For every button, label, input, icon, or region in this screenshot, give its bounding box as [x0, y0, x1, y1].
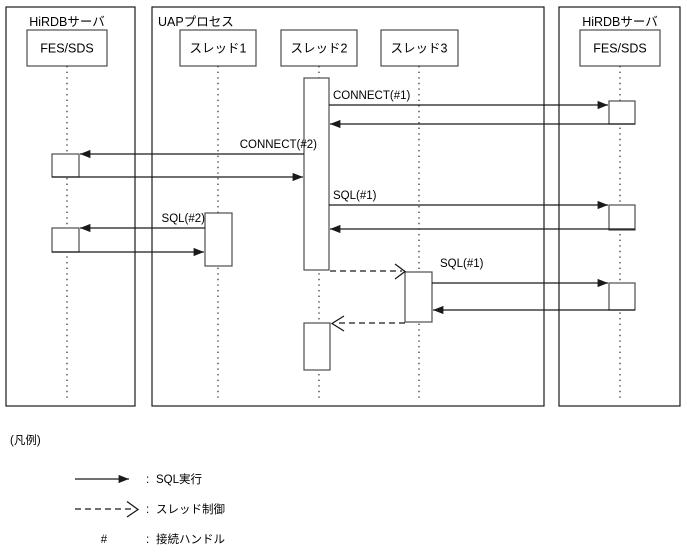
activation-fes-right-connect1	[608, 100, 636, 125]
container-hirdb-right: HiRDBサーバ FES/SDS	[558, 6, 681, 407]
message-sql-1-b: SQL(#1)	[432, 258, 635, 315]
open-arrowhead-right-icon	[394, 263, 407, 280]
message-connect-2: CONNECT(#2)	[52, 139, 317, 182]
activation-thread2-main	[303, 77, 330, 271]
legend-title: (凡例)	[10, 433, 41, 447]
message-sql-2: SQL(#2)	[52, 213, 206, 257]
message-label-connect-2: CONNECT(#2)	[240, 139, 317, 151]
container-title-hirdb-left: HiRDBサーバ	[29, 15, 105, 29]
open-arrowhead-left-icon	[330, 315, 345, 332]
legend-label-connection-handle: 接続ハンドル	[156, 532, 225, 546]
legend-item-connection-handle: # : 接続ハンドル	[101, 532, 225, 546]
message-label-sql-1-b: SQL(#1)	[440, 258, 484, 270]
activation-fes-left-sql2	[51, 227, 80, 253]
legend-open-arrowhead-icon	[126, 500, 140, 518]
legend-label-thread-control: スレッド制御	[156, 502, 225, 516]
node-label-thread3: スレッド3	[391, 41, 448, 55]
message-label-sql-2: SQL(#2)	[162, 213, 206, 225]
activation-thread1	[204, 212, 233, 267]
node-label-thread2: スレッド2	[291, 41, 348, 55]
node-box-thread1	[179, 29, 257, 67]
node-label-fes-sds-left: FES/SDS	[40, 41, 94, 55]
activation-thread2-resume	[303, 322, 331, 371]
control-thread2-to-thread3	[330, 263, 407, 280]
message-connect-1: CONNECT(#1)	[329, 90, 635, 129]
activation-fes-right-sql1a	[608, 204, 636, 231]
message-label-sql-1-a: SQL(#1)	[333, 190, 377, 202]
node-box-fes-sds-left	[26, 29, 108, 67]
legend-separator-3: :	[146, 534, 149, 546]
legend-separator-2: :	[146, 504, 149, 516]
message-sql-1-a: SQL(#1)	[329, 190, 635, 234]
container-hirdb-left: HiRDBサーバ FES/SDS	[5, 6, 136, 407]
control-thread3-to-thread2	[330, 315, 405, 332]
message-label-connect-1: CONNECT(#1)	[333, 90, 410, 102]
container-title-hirdb-right: HiRDBサーバ	[582, 15, 658, 29]
node-label-thread1: スレッド1	[190, 41, 247, 55]
activation-thread3	[404, 271, 433, 323]
container-uap-process: UAPプロセス スレッド1 スレッド2 スレッド3	[151, 6, 545, 407]
node-box-thread3	[380, 29, 459, 67]
node-label-fes-sds-right: FES/SDS	[593, 41, 647, 55]
legend-hash-symbol: #	[101, 534, 108, 546]
container-title-uap: UAPプロセス	[158, 15, 234, 29]
legend-separator-1: :	[146, 474, 149, 486]
activation-fes-right-sql1b	[608, 282, 636, 311]
legend: (凡例) : SQL実行 : スレッド制御 # : 接続ハンドル	[10, 433, 225, 546]
activation-fes-left-connect2	[51, 153, 80, 178]
legend-item-thread-control: : スレッド制御	[75, 500, 225, 518]
legend-label-sql-execution: SQL実行	[156, 472, 202, 486]
legend-item-sql-execution: : SQL実行	[75, 472, 202, 486]
